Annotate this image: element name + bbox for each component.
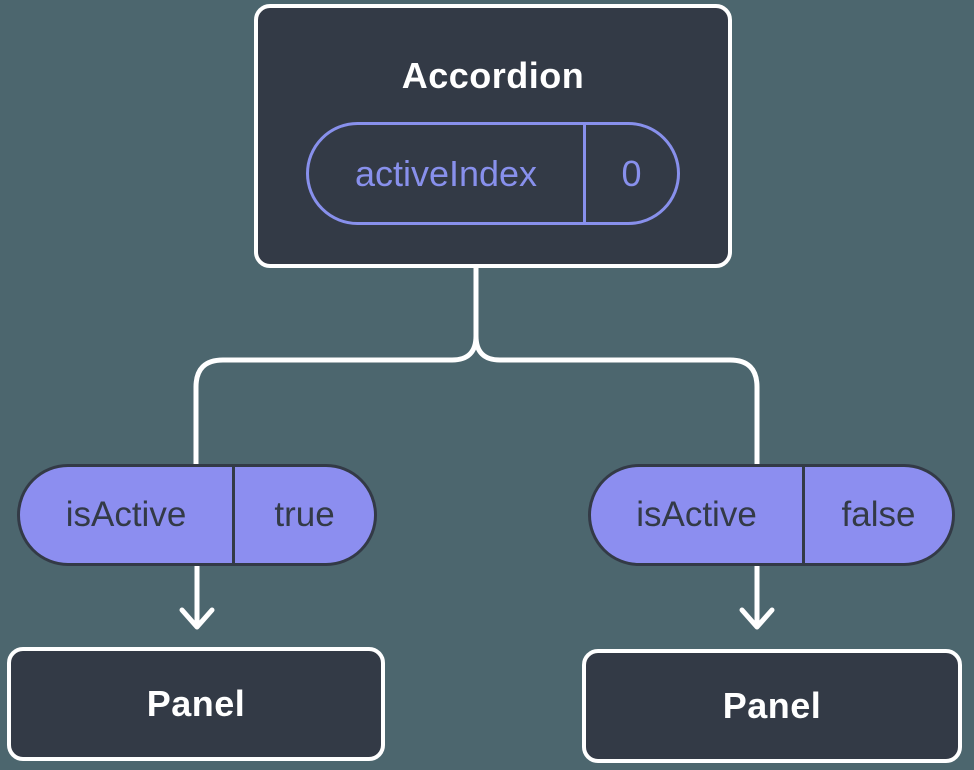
prop-pill-divider xyxy=(232,467,235,563)
prop-pill-right: isActive false xyxy=(588,464,955,566)
arrow-left-head-icon xyxy=(179,607,215,630)
panel-node-right: Panel xyxy=(582,649,962,763)
state-pill-divider xyxy=(583,125,586,222)
panel-label: Panel xyxy=(146,683,246,724)
accordion-node-title: Accordion xyxy=(401,55,585,96)
state-name: activeIndex xyxy=(354,152,538,194)
branch-right-line xyxy=(473,333,760,467)
arrow-right-head-icon xyxy=(739,607,775,630)
prop-name: isActive xyxy=(65,495,187,534)
prop-value: false xyxy=(841,495,916,534)
state-pill: activeIndex 0 xyxy=(306,122,680,225)
state-value: 0 xyxy=(621,152,642,194)
prop-name: isActive xyxy=(636,495,757,534)
panel-node-left: Panel xyxy=(7,647,385,761)
prop-pill-divider xyxy=(802,467,805,563)
prop-pill-left: isActive true xyxy=(17,464,377,566)
panel-label: Panel xyxy=(722,685,822,726)
prop-value: true xyxy=(274,495,335,534)
accordion-node: Accordion activeIndex 0 xyxy=(254,4,732,268)
branch-left-line xyxy=(193,263,479,467)
